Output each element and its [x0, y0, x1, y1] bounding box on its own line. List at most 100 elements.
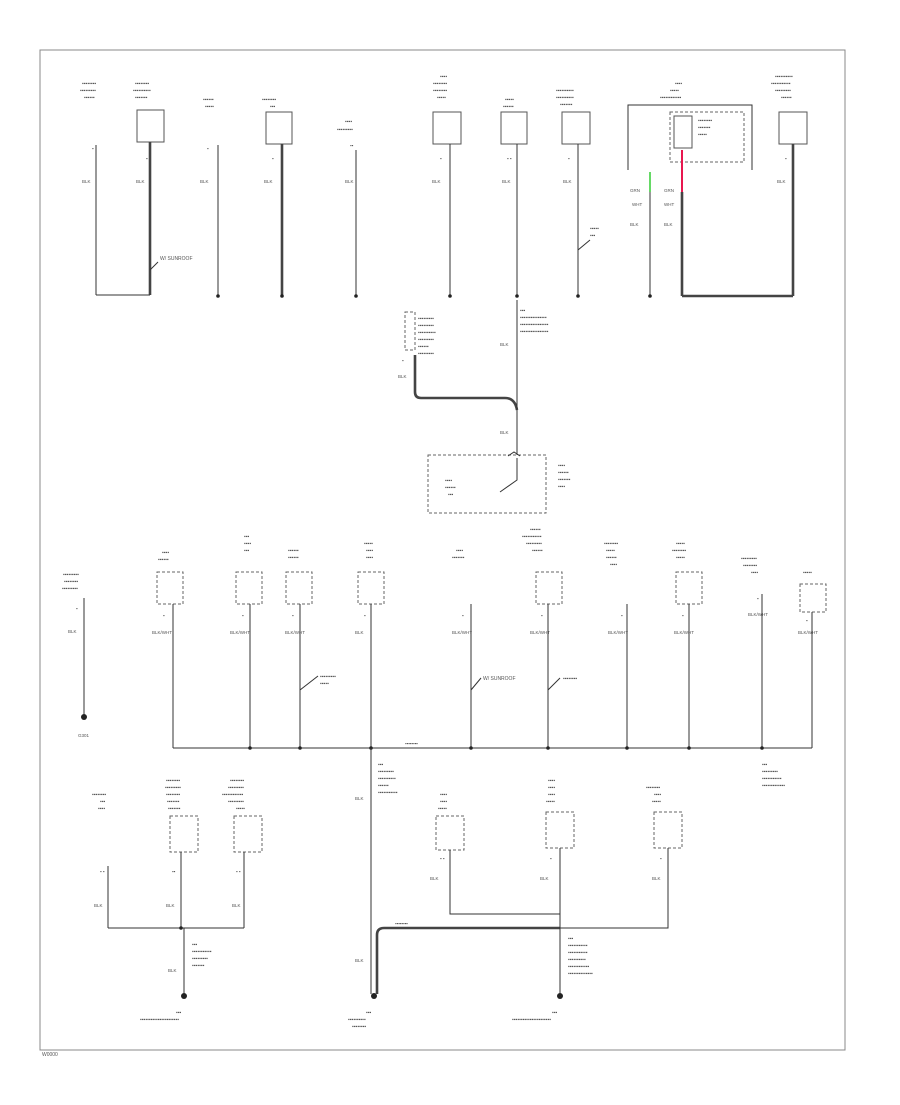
component-label: ▪▪▪▪▪▪▪▪: [698, 118, 712, 124]
component-label: ▪▪▪▪▪▪: [203, 97, 214, 103]
component-box: [233, 815, 263, 853]
splice-node: [687, 746, 691, 750]
component-box: [285, 571, 313, 605]
ground-node: [354, 294, 358, 298]
component-label: ▪▪▪▪▪▪▪▪: [135, 81, 149, 87]
component-label: ▪▪▪▪▪▪▪▪▪▪▪▪: [222, 792, 243, 798]
component-label: ▪▪▪▪▪▪▪▪▪: [80, 88, 96, 94]
splice-node: [248, 746, 252, 750]
top-components: ▪▪▪▪▪▪▪▪ ▪▪▪▪▪▪▪▪▪ ▪▪▪▪▪▪ ▪ BLK ▪▪▪▪▪▪▪▪…: [80, 74, 808, 298]
component-label: ▪▪▪▪▪: [652, 799, 661, 805]
component-label: ▪▪▪▪▪: [670, 88, 679, 94]
wire-color-label: BLK: [82, 179, 91, 184]
component-label: ▪▪▪: [448, 492, 454, 498]
leader-line: [299, 675, 319, 691]
pin-label: ▪: [568, 156, 570, 161]
wire-color-label: BLK: [563, 179, 572, 184]
connector-label: ▪▪▪▪▪▪▪▪▪: [192, 956, 208, 962]
component-box: [561, 111, 591, 145]
component-box: [673, 115, 693, 149]
component-box: [545, 811, 575, 849]
component-label: ▪▪▪▪▪: [505, 97, 514, 103]
pin-label: ▪: [785, 156, 787, 161]
component-label: ▪▪▪: [244, 548, 250, 554]
component-label: ▪▪▪▪: [548, 778, 555, 784]
component-label: ▪▪▪▪▪▪: [418, 344, 429, 350]
ground-node: [648, 294, 652, 298]
wire-color-label: WHT: [664, 202, 674, 207]
ground-node: [280, 294, 284, 298]
component-label: ▪▪▪▪▪▪▪▪▪: [418, 337, 434, 343]
pin-label: ▪: [660, 856, 662, 861]
wire-color-label: BLK: [664, 222, 673, 227]
component-label: ▪▪▪▪▪▪▪▪: [262, 97, 276, 103]
connector-label: ▪▪▪▪▪▪▪▪▪: [762, 769, 778, 775]
pin-label: ▪: [92, 146, 94, 151]
wire-color-label: BLK: [345, 179, 354, 184]
wire-color-label: BLK: [398, 374, 407, 379]
footer-code: W0000: [42, 1052, 58, 1058]
connector-bracket: [627, 104, 753, 170]
component-label: ▪▪▪▪▪▪▪▪▪▪▪▪: [660, 95, 681, 101]
splice-node: [760, 746, 764, 750]
component-box: [235, 571, 263, 605]
wire-color-label: BLK: [168, 968, 177, 973]
component-label: ▪▪▪▪: [558, 463, 565, 469]
connector-label: ▪▪▪▪▪▪▪▪▪▪▪▪: [568, 964, 589, 970]
wire-color-label: GRN: [664, 188, 674, 193]
pin-label: ▪▪: [350, 143, 354, 148]
wire-color-label: BLK: [355, 958, 364, 963]
component-label: ▪▪▪▪▪▪▪▪: [646, 785, 660, 791]
connector-label: ▪▪▪▪▪▪▪: [192, 963, 205, 969]
wire-color-label: BLK: [630, 222, 639, 227]
connector-label: ▪▪▪▪▪▪▪▪▪▪: [568, 957, 586, 963]
component-label: ▪▪▪▪▪▪▪▪: [604, 541, 618, 547]
pin-label: ▪: [682, 613, 684, 618]
component-box: [265, 111, 293, 145]
component-label: ▪▪▪▪▪: [698, 132, 707, 138]
ground-symbol: [371, 993, 377, 999]
component-label: ▪▪▪: [100, 799, 106, 805]
component-label: ▪▪▪▪▪▪▪▪▪▪: [775, 74, 793, 80]
sub-component-outline: [669, 111, 745, 163]
ground-label: ▪▪▪▪▪▪▪▪▪▪▪▪▪▪▪▪▪▪▪▪▪▪: [512, 1017, 551, 1023]
component-label: ▪▪▪▪▪▪▪▪: [230, 778, 244, 784]
bus-label: ▪▪▪▪▪▪▪▪: [395, 921, 408, 926]
component-label: ▪▪▪▪▪▪▪▪: [433, 88, 447, 94]
component-label: ▪▪▪▪: [456, 548, 463, 554]
wire-note: ▪▪▪▪▪: [320, 681, 329, 687]
pin-label: ▪: [462, 613, 464, 618]
connector-label: ▪▪▪▪▪▪: [378, 783, 389, 789]
leader-line: [547, 677, 561, 691]
wire-color-label: BLK/WHT: [530, 630, 550, 635]
component-label: ▪▪▪▪▪▪▪▪▪: [63, 572, 79, 578]
pin-label: ▪: [292, 613, 294, 618]
pin-label: ▪: [163, 613, 165, 618]
wire-note: ▪▪▪▪▪▪▪▪▪: [320, 674, 336, 680]
wire-color-label: BLK: [502, 179, 511, 184]
wire-color-label: BLK: [264, 179, 273, 184]
component-label: ▪▪▪▪▪▪: [288, 548, 299, 554]
bottom-section: ▪▪▪▪▪▪▪▪ ▪▪▪ ▪▪▪▪ ▪ ▪ BLK ▪▪▪▪▪▪▪▪ ▪▪▪▪▪…: [92, 748, 683, 1030]
pin-label: ▪ ▪: [507, 156, 512, 161]
connector-label: ▪▪▪▪▪▪▪▪▪▪▪▪▪▪▪▪: [520, 329, 549, 335]
component-label: ▪▪▪▪▪▪: [158, 557, 169, 563]
component-label: ▪▪▪▪▪▪: [84, 95, 95, 101]
pin-label: ▪▪: [172, 869, 176, 874]
wire-color-label: BLK: [232, 903, 241, 908]
ground-label: ▪▪▪: [176, 1010, 182, 1016]
component-label: ▪▪▪▪: [366, 555, 373, 561]
pin-label: ▪: [550, 856, 552, 861]
component-label: ▪▪▪▪▪▪▪▪▪: [228, 785, 244, 791]
junction-block-outline: [427, 454, 547, 514]
wire-color-label: BLK: [355, 630, 364, 635]
wire-color-label: BLK: [500, 430, 509, 435]
connector-label: ▪▪▪▪▪▪▪▪▪▪▪: [762, 776, 782, 782]
component-box: [500, 111, 528, 145]
component-label: ▪▪▪▪▪▪▪▪▪▪: [556, 88, 574, 94]
component-label: ▪▪▪▪▪: [236, 806, 245, 812]
component-label: ▪▪▪▪: [98, 806, 105, 812]
component-label: ▪▪▪▪▪▪▪▪: [166, 792, 180, 798]
component-box: [675, 571, 703, 605]
